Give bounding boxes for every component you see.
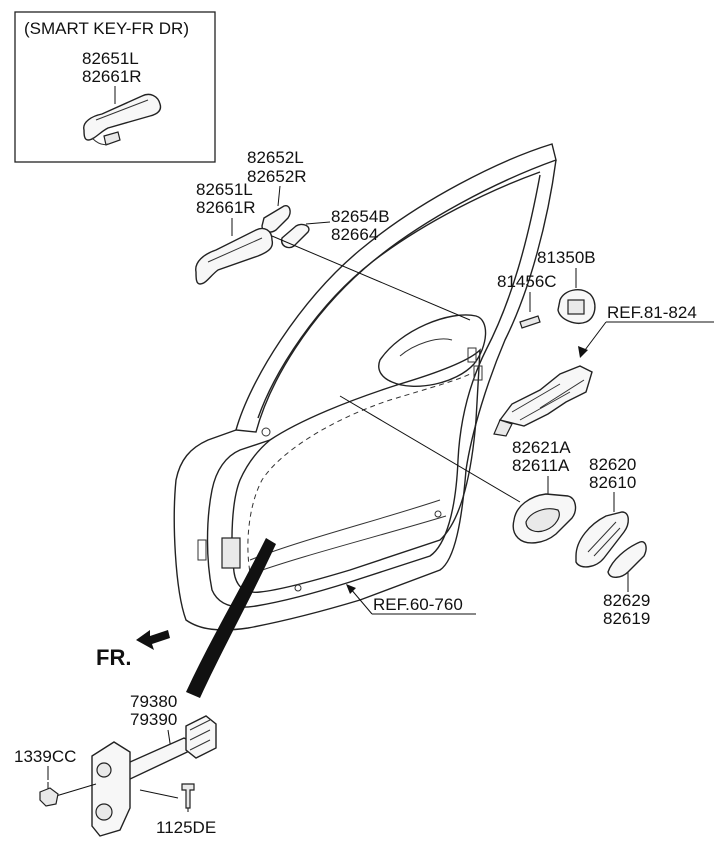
latch-rod-lines: [511, 379, 585, 421]
door-hinge-slot: [197, 539, 207, 561]
front-indicator: FR.: [96, 630, 170, 670]
door-trim-line-2: [247, 515, 447, 576]
outside-handle-line: [207, 237, 263, 263]
label-ref-weatherstrip: REF.60-760: [373, 595, 463, 614]
door-hole-1: [261, 427, 271, 437]
label-gasket-b: 82664: [331, 225, 378, 244]
label-outside-handle-l: 82651L: [196, 180, 253, 199]
door-inner-outline: [206, 174, 541, 608]
hinge-swoosh: [186, 538, 276, 698]
latch-group: 81350B 81456C REF.81-824: [493, 248, 714, 437]
label-checker-a: 79380: [130, 692, 177, 711]
door-window-inner: [257, 171, 541, 419]
label-handle-cover-r: 82652R: [247, 167, 307, 186]
label-cover-a: 82629: [603, 591, 650, 610]
checker-mount-plate: [185, 715, 217, 759]
checker-mount-ribs: [189, 719, 211, 751]
label-handle-cover-l: 82652L: [247, 148, 304, 167]
gasket-part: [280, 223, 310, 249]
latch-rod-end: [493, 419, 513, 437]
door-checker-group: 79380 79390 1339CC 1125DE: [14, 692, 217, 837]
checker-hole-bottom: [95, 803, 113, 821]
label-cover-b: 82619: [603, 609, 650, 628]
label-bolt: 81456C: [497, 272, 557, 291]
ref-weatherstrip-group: REF.60-760: [346, 584, 476, 615]
door-handle-recess-line: [399, 338, 453, 357]
bolt-part: [519, 315, 541, 329]
door-panel: [173, 143, 557, 631]
leader-screw-to-body: [139, 789, 179, 799]
door-hole-2: [294, 584, 302, 592]
label-bezel-a: 82620: [589, 455, 636, 474]
leader-ref-latch: [581, 321, 607, 355]
leader-gasket: [305, 221, 331, 225]
label-outside-handle-r: 82661R: [196, 198, 256, 217]
label-screw: 1125DE: [156, 818, 216, 837]
inset-part-l: 82651L: [82, 49, 139, 68]
outside-handle-part: [195, 227, 274, 285]
label-gasket-a: 82654B: [331, 207, 390, 226]
inset-handle-line: [95, 99, 149, 121]
inside-handle-group: 82621A 82611A 82620 82610 82629 82619: [512, 438, 650, 628]
label-inside-handle-b: 82611A: [512, 456, 570, 475]
inset-handle: [83, 93, 162, 141]
label-nut: 1339CC: [14, 747, 76, 766]
leader-door-to-inside-handle: [339, 395, 521, 503]
door-hole-3: [434, 510, 442, 518]
front-arrow-icon: [136, 630, 170, 650]
inset-title: (SMART KEY-FR DR): [24, 19, 189, 38]
latch-rod-assembly: [498, 365, 593, 427]
leader-ref-weatherstrip: [349, 587, 373, 615]
label-front: FR.: [96, 645, 131, 670]
door-hinge-block: [221, 537, 241, 569]
door-latch-slot-2: [473, 365, 483, 381]
checker-hole-top: [96, 762, 112, 778]
label-bezel-b: 82610: [589, 473, 636, 492]
inset-part-r: 82661R: [82, 67, 142, 86]
label-base-a: 81350B: [537, 248, 596, 267]
outside-handle-group: 82652L 82652R 82651L 82661R 82654B 82664: [195, 148, 471, 321]
leader-handle-cover: [277, 185, 281, 207]
door-latch-slot-1: [467, 347, 477, 363]
label-checker-b: 79390: [130, 710, 177, 729]
arrow-ref-latch: [578, 346, 588, 358]
base-insert: [567, 299, 585, 315]
bezel-part: [575, 511, 629, 568]
door-handle-recess: [378, 314, 487, 388]
label-inside-handle-a: 82621A: [512, 438, 571, 457]
door-trim-panel: [231, 348, 481, 593]
door-outer-shell: [173, 159, 557, 631]
arrow-ref-weatherstrip: [346, 584, 356, 594]
inset-key-cylinder: [103, 131, 121, 146]
checker-body: [91, 741, 131, 837]
screw-part: [181, 783, 195, 809]
inset-frame: [14, 11, 216, 163]
inside-handle-lever: [525, 508, 560, 533]
smart-key-inset: (SMART KEY-FR DR) 82651L 82661R: [14, 11, 216, 163]
label-ref-latch: REF.81-824: [607, 303, 697, 322]
bezel-lines: [587, 521, 621, 557]
leader-handle-to-door: [271, 235, 471, 321]
door-dashed-outline: [247, 373, 471, 589]
door-trim-line-1: [249, 499, 441, 561]
handle-cover-part: [261, 205, 291, 233]
inset-wire: [91, 137, 109, 145]
cover-part: [607, 541, 647, 578]
nut-part: [39, 787, 59, 807]
leader-nut-to-body: [55, 783, 97, 797]
